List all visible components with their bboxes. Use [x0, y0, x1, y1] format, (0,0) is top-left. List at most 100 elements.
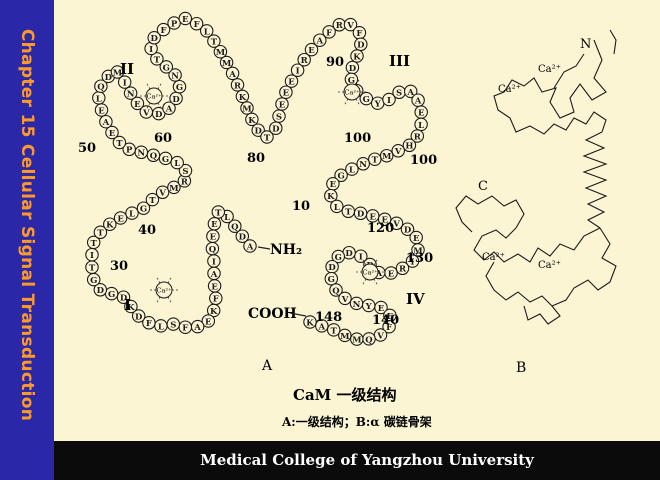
residue-letter: D [151, 34, 159, 44]
residue-bead [410, 129, 425, 143]
alpha-carbon-backbone [455, 29, 617, 325]
residue-bead [377, 212, 392, 227]
residue-letter: G [162, 155, 169, 165]
residue-letter: E [387, 312, 394, 322]
residue-letter: Q [231, 223, 239, 233]
residue-bead [86, 235, 101, 250]
residue-letter: A [193, 323, 201, 333]
residue-bead [156, 22, 171, 37]
amino-terminus-label: NH₂ [270, 242, 302, 258]
residue-letter: F [326, 28, 332, 38]
calcium-ion [155, 281, 173, 299]
domain-label-iv: IV [406, 290, 425, 308]
residue-letter: D [255, 127, 263, 137]
residue-letter: L [129, 210, 135, 220]
residue-letter: M [340, 332, 350, 342]
residue-letter: I [149, 45, 153, 55]
residue-letter: F [160, 26, 166, 36]
domain-label-i: I [124, 296, 131, 314]
residue-letter: L [349, 166, 355, 176]
residue-letter: F [213, 295, 219, 305]
residue-letter: S [182, 167, 188, 177]
calcium-ion [361, 263, 379, 281]
calcium-ion [145, 87, 163, 105]
residue-letter: K [353, 52, 361, 62]
residue-letter: A [315, 37, 323, 47]
residue-letter: E [308, 46, 315, 56]
residue-letter: G [328, 275, 335, 285]
residue-letter: M [216, 48, 226, 58]
residue-bead [304, 42, 319, 57]
calcium-ion [343, 83, 361, 101]
residue-bead [411, 243, 425, 257]
residue-letter: R [181, 177, 189, 187]
residue-letter: E [288, 78, 295, 88]
residue-letter: G [163, 63, 170, 73]
residue-bead [356, 157, 370, 171]
residue-bead [168, 68, 182, 82]
residue-bead [162, 101, 176, 115]
residue-letter: L [158, 322, 164, 332]
residue-letter: L [204, 27, 210, 37]
residue-bead [382, 92, 396, 107]
residue-letter: A [102, 118, 110, 128]
backbone-ca-label: Ca²⁺ [538, 260, 561, 271]
residue-letter: V [392, 220, 400, 230]
footer-institution: Medical College of Yangzhou University [200, 451, 534, 469]
residue-bead [350, 332, 364, 346]
residue-bead [240, 101, 254, 115]
residue-letter: E [413, 234, 420, 244]
residue-letter: D [105, 73, 113, 83]
backbone-c-terminus: C [478, 179, 488, 194]
residue-letter: G [108, 290, 115, 300]
residue-bead [230, 78, 245, 92]
residue-number: 80 [247, 151, 265, 166]
residue-bead [251, 123, 265, 137]
residue-number: 130 [406, 251, 433, 266]
residue-bead [130, 96, 145, 111]
residue-letter: M [242, 104, 252, 114]
residue-letter: E [182, 15, 189, 25]
residue-number: 40 [138, 223, 156, 238]
residue-letter: T [211, 38, 218, 48]
residue-bead [359, 91, 374, 106]
residue-letter: T [91, 239, 98, 249]
residue-letter: G [348, 76, 355, 86]
residue-letter: I [387, 96, 391, 106]
residue-letter: P [171, 19, 178, 29]
residue-bead [245, 112, 259, 127]
residue-letter: I [359, 253, 363, 263]
residue-bead [313, 33, 327, 47]
residue-number: 10 [292, 199, 310, 214]
residue-letter: Y [365, 302, 373, 312]
residue-bead [275, 97, 289, 111]
residue-bead [105, 125, 119, 140]
residue-bead [235, 229, 250, 243]
residue-letter: N [359, 160, 367, 170]
residue-letter: D [155, 110, 163, 120]
residue-letter: K [306, 318, 314, 328]
residue-bead [112, 135, 127, 150]
panel-b-label: B [516, 360, 526, 376]
residue-letter: D [328, 263, 336, 273]
calcium-ion-label: Ca²⁺ [363, 269, 378, 277]
residue-bead [303, 315, 317, 329]
residue-letter: E [369, 212, 376, 222]
residue-letter: D [135, 312, 143, 322]
residue-bead [368, 152, 382, 166]
residue-letter: T [215, 208, 222, 218]
residue-letter: D [97, 286, 105, 296]
residue-bead [395, 261, 410, 276]
residue-bead [402, 138, 417, 153]
residue-bead [207, 34, 221, 48]
residue-bead [124, 299, 138, 314]
residue-letter: G [176, 83, 183, 93]
residue-letter: R [301, 56, 309, 66]
residue-letter: Y [374, 100, 382, 110]
residue-bead [122, 142, 136, 157]
backbone-n-terminus: N [580, 37, 591, 52]
residue-letter: M [169, 184, 179, 194]
residue-letter: E [283, 89, 290, 99]
